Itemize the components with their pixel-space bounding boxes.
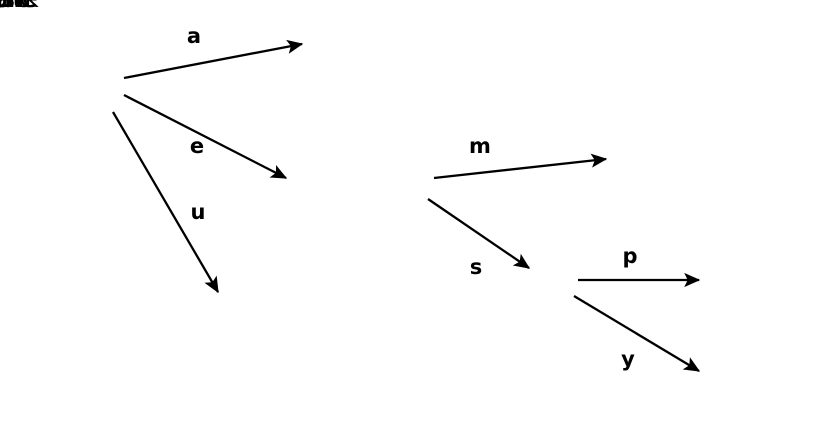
- edge-e[interactable]: e: [123, 93, 288, 180]
- edge-p-label: p: [622, 244, 637, 268]
- node-odelle-label: odelle: [0, 0, 38, 13]
- node-3-label: 3: [0, 0, 8, 13]
- edge-y-line[interactable]: [573, 295, 701, 372]
- edge-e-label: e: [190, 134, 204, 158]
- node-m-box-label: m: [0, 0, 12, 13]
- edge-u[interactable]: u: [112, 111, 219, 294]
- edge-e-line[interactable]: [123, 93, 288, 180]
- edge-a-label: a: [187, 24, 201, 48]
- edge-a[interactable]: a: [123, 24, 304, 80]
- edge-a-line[interactable]: [123, 39, 304, 80]
- node-stem-label: stem: [0, 0, 31, 13]
- node-dat-label: Dat: [0, 0, 22, 13]
- node-0-label: 0: [0, 0, 8, 13]
- edge-y-label: y: [621, 347, 635, 371]
- node-5-label: 5: [0, 0, 8, 13]
- edge-p[interactable]: p: [578, 244, 701, 288]
- edge-s[interactable]: s: [427, 198, 531, 279]
- edge-u-line[interactable]: [112, 111, 219, 294]
- edge-m[interactable]: m: [433, 134, 608, 180]
- edges-layer: a e u m s p y: [112, 24, 701, 372]
- node-nbank-label: nbank: [0, 0, 39, 13]
- edge-m-line[interactable]: [433, 153, 608, 180]
- edge-u-label: u: [191, 200, 206, 224]
- edge-y[interactable]: y: [573, 295, 701, 372]
- edge-s-line[interactable]: [427, 198, 531, 269]
- edge-m-label: m: [469, 134, 491, 158]
- node-labels-layer: Dat 3 Base nbank 5 m odelle 0 rache stem: [0, 0, 39, 13]
- edge-s-label: s: [470, 255, 483, 279]
- node-rache-label: rache: [0, 0, 35, 13]
- node-base-label: Base: [0, 0, 30, 13]
